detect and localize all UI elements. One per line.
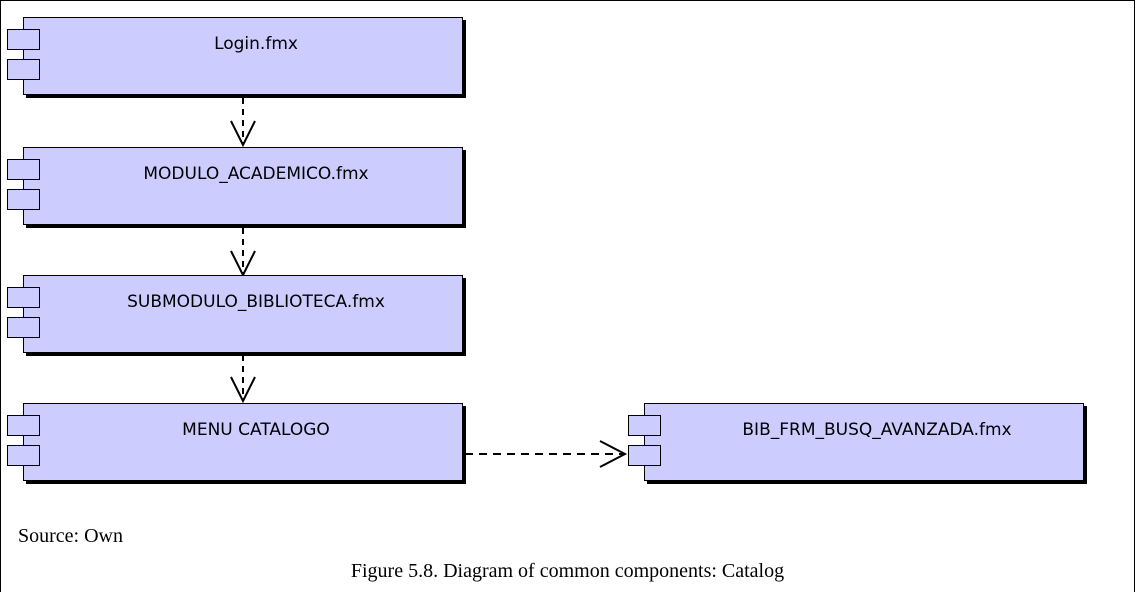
component-port-icon [7,415,40,436]
component-port-icon [7,445,40,466]
component-port-icon [7,159,40,180]
component-submodulo-biblioteca[interactable]: SUBMODULO_BIBLIOTECA.fmx [7,275,463,353]
figure-caption: Figure 5.8. Diagram of common components… [350,560,785,582]
component-port-icon [7,317,40,338]
component-label: SUBMODULO_BIBLIOTECA.fmx [127,292,385,312]
component-modulo-academico[interactable]: MODULO_ACADEMICO.fmx [7,147,463,225]
arrowhead-submodulo-biblioteca-to-menu-catalogo [230,376,256,404]
component-label: MODULO_ACADEMICO.fmx [143,164,369,184]
component-port-icon [7,29,40,50]
component-login[interactable]: Login.fmx [7,17,463,95]
component-port-icon [7,189,40,210]
arrowhead-menu-catalogo-to-bib-frm-busq-avanzada [599,440,628,468]
source-note: Source: Own [18,525,123,547]
component-bib-frm-busq-avanzada[interactable]: BIB_FRM_BUSQ_AVANZADA.fmx [628,403,1084,481]
component-menu-catalogo[interactable]: MENU CATALOGO [7,403,463,481]
component-label: Login.fmx [214,34,298,54]
arrowhead-login-to-modulo-academico [230,120,256,148]
component-label: MENU CATALOGO [182,420,330,440]
component-port-icon [628,445,661,466]
component-port-icon [628,415,661,436]
component-label: BIB_FRM_BUSQ_AVANZADA.fmx [742,420,1012,440]
component-port-icon [7,287,40,308]
component-port-icon [7,59,40,80]
